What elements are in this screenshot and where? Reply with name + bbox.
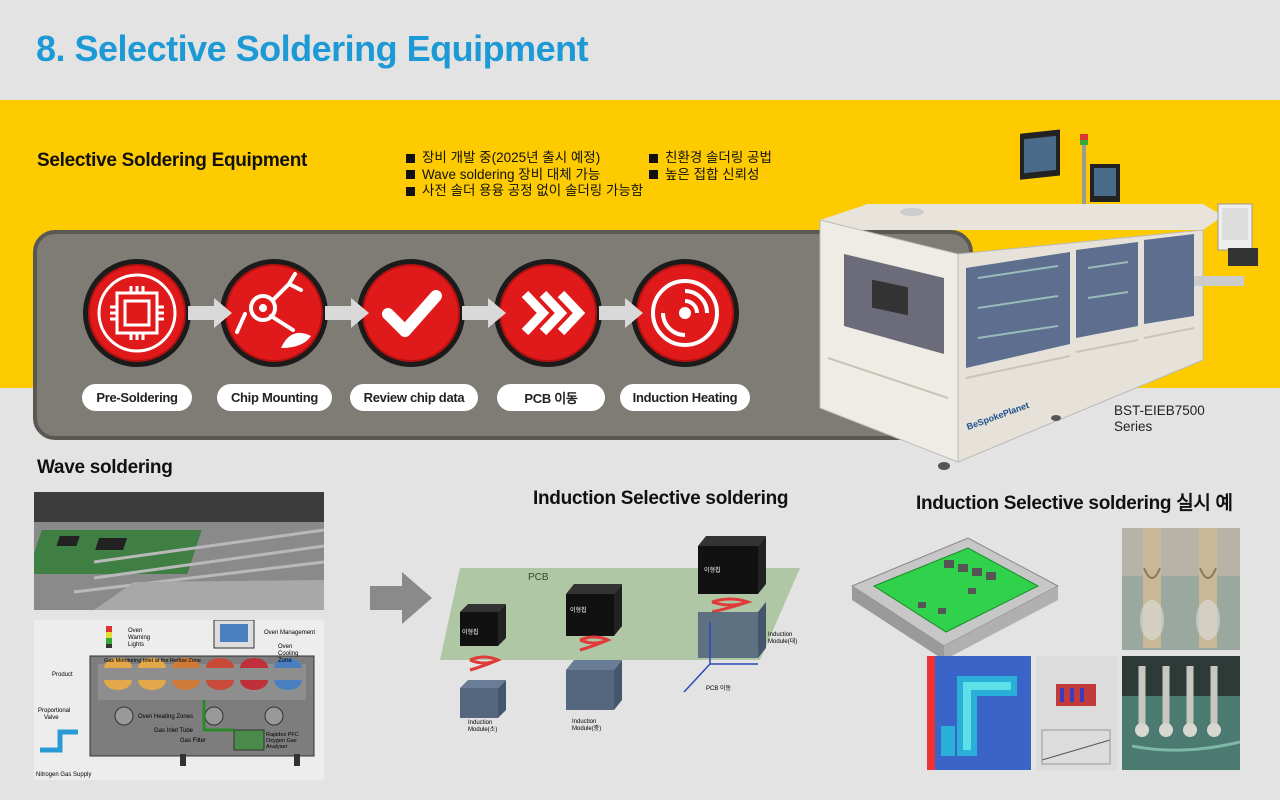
svg-text:Oxygen Gas: Oxygen Gas: [266, 738, 297, 744]
pcb-fixture-photo: [848, 528, 1060, 668]
wave-soldering-photo: [34, 492, 324, 610]
section-title-wave: Wave soldering: [37, 457, 173, 478]
arrow-right-icon: [370, 572, 432, 624]
svg-text:Cooling: Cooling: [278, 651, 298, 657]
svg-text:Rapidox PFC: Rapidox PFC: [266, 732, 299, 738]
svg-text:이형칩: 이형칩: [462, 628, 479, 636]
svg-text:Oven: Oven: [128, 628, 142, 634]
svg-text:Proportional: Proportional: [38, 708, 70, 714]
svg-text:Induction: Induction: [468, 720, 492, 726]
svg-text:Nitrogen Gas Supply: Nitrogen Gas Supply: [36, 772, 91, 778]
svg-text:Induction: Induction: [572, 719, 596, 725]
wave-oven-diagram: Oven Warning Lights Oven Management Gas …: [34, 620, 324, 780]
svg-text:Module(대): Module(대): [768, 637, 797, 645]
svg-text:Oven Heating Zones: Oven Heating Zones: [138, 714, 193, 720]
svg-text:Module(중): Module(중): [572, 725, 601, 732]
solder-joint-closeup-photo: [1122, 528, 1240, 650]
svg-text:Lights: Lights: [128, 642, 144, 648]
svg-text:이형칩: 이형칩: [570, 606, 587, 614]
svg-text:Gas Monitoring Inlet at the Re: Gas Monitoring Inlet at the Reflow Zone: [104, 658, 201, 664]
machine-model-label: BST-EIEB7500 Series: [1114, 403, 1205, 434]
feature-item: 높은 접합 신뢰성: [649, 167, 772, 184]
svg-text:Gas Inlet Tube: Gas Inlet Tube: [154, 728, 194, 734]
checkmark-icon: [357, 259, 465, 367]
svg-text:PCB 이동: PCB 이동: [706, 684, 732, 692]
svg-text:이형칩: 이형칩: [704, 566, 721, 574]
svg-text:Warning: Warning: [128, 635, 150, 641]
svg-text:PCB: PCB: [528, 572, 549, 583]
chevrons-right-icon: [494, 259, 602, 367]
svg-text:Oven: Oven: [278, 644, 292, 650]
feature-list-right: 친환경 솔더링 공법 높은 접합 신뢰성: [649, 150, 772, 183]
flow-arrow-icon: [462, 298, 506, 328]
svg-text:Zone: Zone: [278, 658, 292, 664]
step-label-induction-heating: Induction Heating: [620, 384, 750, 411]
bullet-square-icon: [406, 153, 415, 163]
bullet-square-icon: [406, 170, 415, 180]
thermal-simulation-image: [927, 656, 1031, 770]
svg-text:Analyser: Analyser: [266, 744, 288, 750]
induction-diagram: PCB 이형칩 이형칩 이형칩 Induction Module(소) Indu…: [440, 536, 800, 733]
bullet-square-icon: [649, 170, 658, 180]
heat-disc-icon: [631, 259, 739, 367]
soldering-machine-image: BeSpokePlanet: [819, 129, 1258, 470]
svg-text:Valve: Valve: [44, 715, 59, 721]
flow-arrow-icon: [188, 298, 232, 328]
section-title-example: Induction Selective soldering 실시 예: [916, 493, 1233, 514]
step-label-review-chip-data: Review chip data: [350, 384, 478, 411]
chip-grid-icon: [83, 259, 191, 367]
svg-text:Product: Product: [52, 672, 73, 678]
svg-text:Oven Management: Oven Management: [264, 630, 315, 636]
section-title-induction: Induction Selective soldering: [533, 488, 789, 509]
page-title: 8. Selective Soldering Equipment: [36, 28, 589, 69]
section-title-selective: Selective Soldering Equipment: [37, 150, 308, 171]
feature-list-left: 장비 개발 중(2025년 출시 예정) Wave soldering 장비 대…: [406, 150, 643, 200]
step-label-pcb-move: PCB 이동: [497, 384, 605, 411]
bullet-square-icon: [649, 153, 658, 163]
flow-arrow-icon: [599, 298, 643, 328]
feature-item: 친환경 솔더링 공법: [649, 150, 772, 167]
field-analysis-image: [1036, 656, 1117, 770]
soldered-pins-photo: [1122, 656, 1240, 770]
svg-text:Module(소): Module(소): [468, 726, 497, 733]
svg-text:Gas Filter: Gas Filter: [180, 738, 206, 744]
svg-text:Induction: Induction: [768, 632, 792, 638]
step-label-chip-mounting: Chip Mounting: [217, 384, 332, 411]
header-band: [0, 0, 1280, 100]
feature-item: 사전 솔더 용융 공정 없이 솔더링 가능함: [406, 183, 643, 200]
step-label-pre-soldering: Pre-Soldering: [82, 384, 192, 411]
feature-item: Wave soldering 장비 대체 가능: [406, 167, 643, 184]
bullet-square-icon: [406, 186, 415, 196]
feature-item: 장비 개발 중(2025년 출시 예정): [406, 150, 643, 167]
robot-arm-icon: [220, 259, 328, 367]
flow-arrow-icon: [325, 298, 369, 328]
